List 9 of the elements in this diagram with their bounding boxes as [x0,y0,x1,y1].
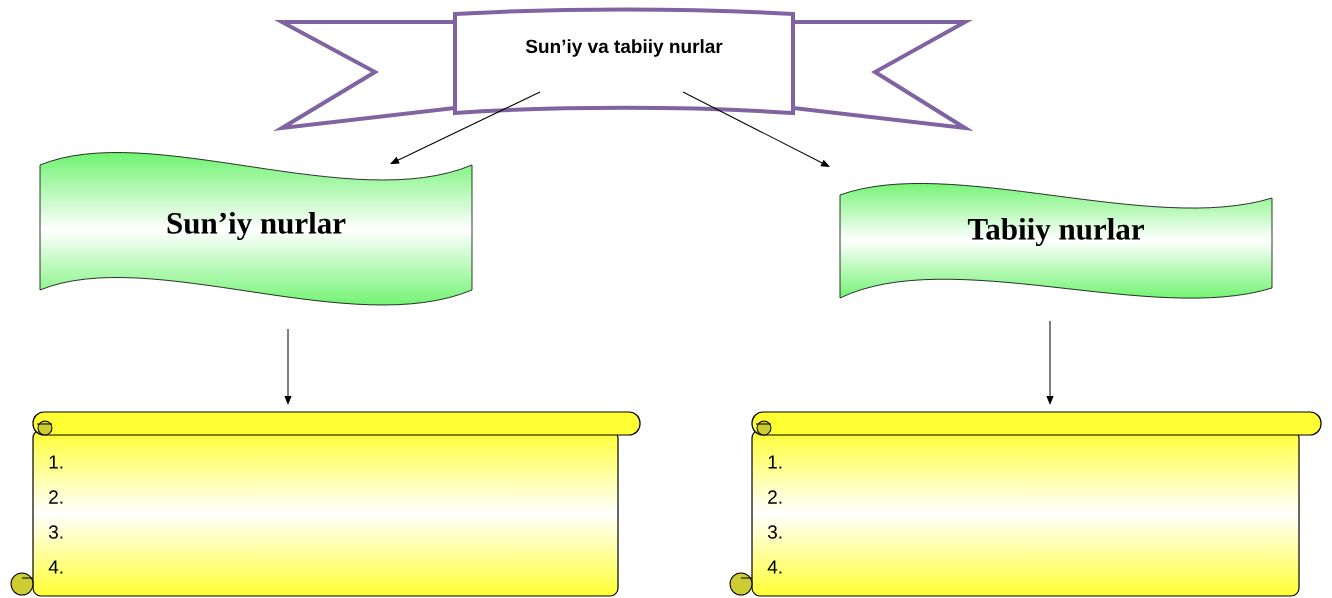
wave-banner: Tabiiy nurlar [839,183,1273,299]
arrow [1046,320,1054,405]
arrow [390,91,541,164]
scroll-box: 1. 2. 3. 4. [729,411,1322,597]
scroll-box: 1. 2. 3. 4. [10,411,641,597]
arrow [682,91,830,167]
wave-banner: Sun’iy nurlar [39,152,473,306]
arrow [284,328,292,405]
banner-box: Sun’iy va tabiiy nurlar [273,7,974,132]
